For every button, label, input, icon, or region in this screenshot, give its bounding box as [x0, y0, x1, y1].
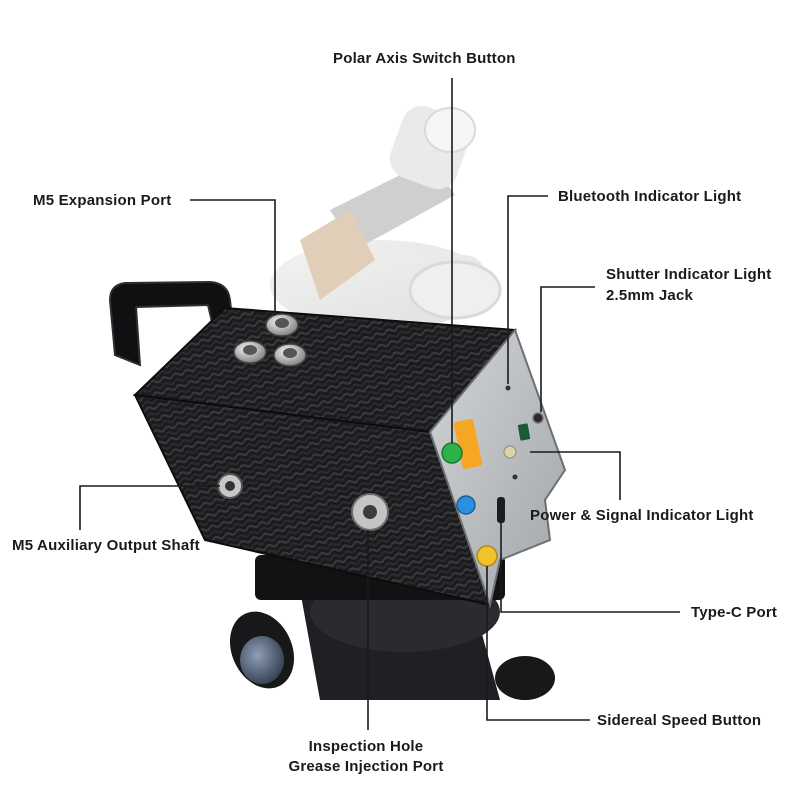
label-m5-auxiliary-output-shaft: M5 Auxiliary Output Shaft [12, 537, 200, 554]
label-2-5mm-jack: 2.5mm Jack [606, 287, 694, 304]
speed-button-blue [456, 495, 476, 515]
label-power-signal-indicator-light: Power & Signal Indicator Light [530, 507, 754, 524]
shutter-indicator [517, 423, 531, 441]
label-grease-injection-port: Grease Injection Port [288, 758, 444, 775]
leader-shutter-jack [540, 286, 595, 412]
background-ball-head [270, 105, 502, 330]
bluetooth-light [505, 385, 511, 391]
label-polar-axis-switch-button: Polar Axis Switch Button [333, 50, 516, 67]
leader-aux-shaft [79, 485, 220, 530]
leader-sidereal [486, 566, 590, 721]
leader-power-signal [530, 451, 621, 500]
left-knob [229, 611, 295, 689]
polar-axis-switch-button [441, 442, 463, 464]
label-bluetooth-indicator-light: Bluetooth Indicator Light [558, 188, 742, 205]
faceplate-controls [441, 385, 544, 567]
label-type-c-port: Type-C Port [691, 604, 778, 621]
label-m5-expansion-port: M5 Expansion Port [33, 192, 172, 209]
tripod-head [229, 555, 555, 700]
leader-bluetooth [507, 195, 548, 384]
leader-m5-expansion [190, 199, 276, 315]
tracker-body [108, 280, 567, 609]
leader-lines [79, 78, 680, 730]
m5-expansion-screws [233, 313, 307, 367]
label-inspection-hole: Inspection Hole [308, 738, 424, 755]
right-knob [495, 656, 555, 700]
jack-port [532, 412, 544, 424]
type-c-port [497, 497, 505, 523]
leader-type-c [500, 523, 680, 613]
label-sidereal-speed-button: Sidereal Speed Button [597, 712, 762, 729]
sidereal-speed-button [476, 545, 498, 567]
power-signal-light [503, 445, 517, 459]
label-shutter-indicator-light: Shutter Indicator Light [606, 266, 772, 283]
